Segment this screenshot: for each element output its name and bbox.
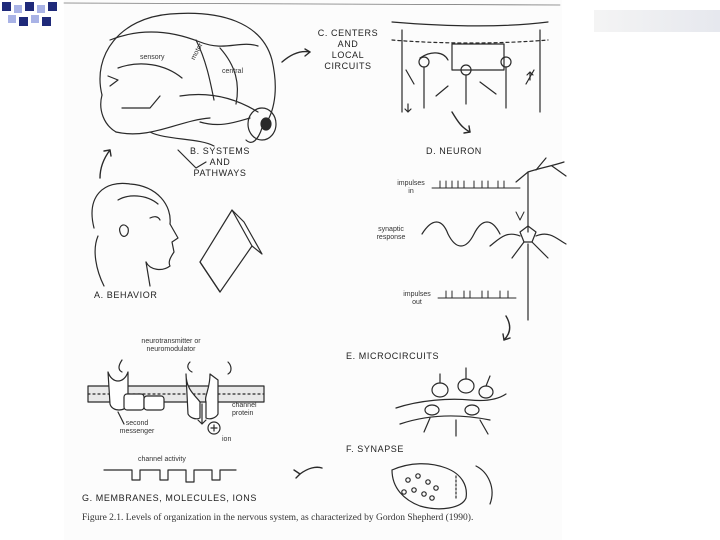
centers-circuit-drawing <box>391 21 549 113</box>
label-second-messenger: second messenger <box>119 420 155 435</box>
label-centers-and-local-circuits: C. CENTERS AND LOCAL CIRCUITS <box>317 28 379 71</box>
label-channel-activity: channel activity <box>138 456 186 463</box>
label-membranes-molecules-ions: G. MEMBRANES, MOLECULES, IONS <box>82 493 257 503</box>
label-neurotransmitter-or-neuromodulator: neurotransmitter or neuromodulator <box>141 338 201 353</box>
label-central: central <box>222 68 244 75</box>
slide-header-bar <box>594 10 720 32</box>
level-transition-arrows <box>99 48 511 479</box>
label-synaptic-response: synaptic response <box>376 226 406 241</box>
label-behavior: A. BEHAVIOR <box>94 290 158 300</box>
neuron-drawing <box>421 157 567 321</box>
label-microcircuits: E. MICROCIRCUITS <box>346 351 440 361</box>
label-channel-protein: channel protein <box>232 402 257 417</box>
behavior-profile-drawing <box>91 182 263 293</box>
label-impulses-in: impulses in <box>397 180 425 195</box>
slide-corner-squares-decoration <box>2 2 57 26</box>
label-synapse: F. SYNAPSE <box>346 444 405 454</box>
label-ion: ion <box>222 436 232 443</box>
synapse-drawing <box>391 463 493 510</box>
label-neuron: D. NEURON <box>426 146 482 156</box>
systems-head-drawing <box>99 12 277 169</box>
label-sensory: sensory <box>140 54 165 61</box>
figure-caption: Figure 2.1. Levels of organization in th… <box>82 513 474 523</box>
microcircuit-drawing <box>395 367 507 437</box>
label-impulses-out: impulses out <box>403 291 431 306</box>
label-systems-and-pathways: B. SYSTEMS AND PATHWAYS <box>189 146 250 178</box>
membrane-drawing <box>87 359 265 483</box>
